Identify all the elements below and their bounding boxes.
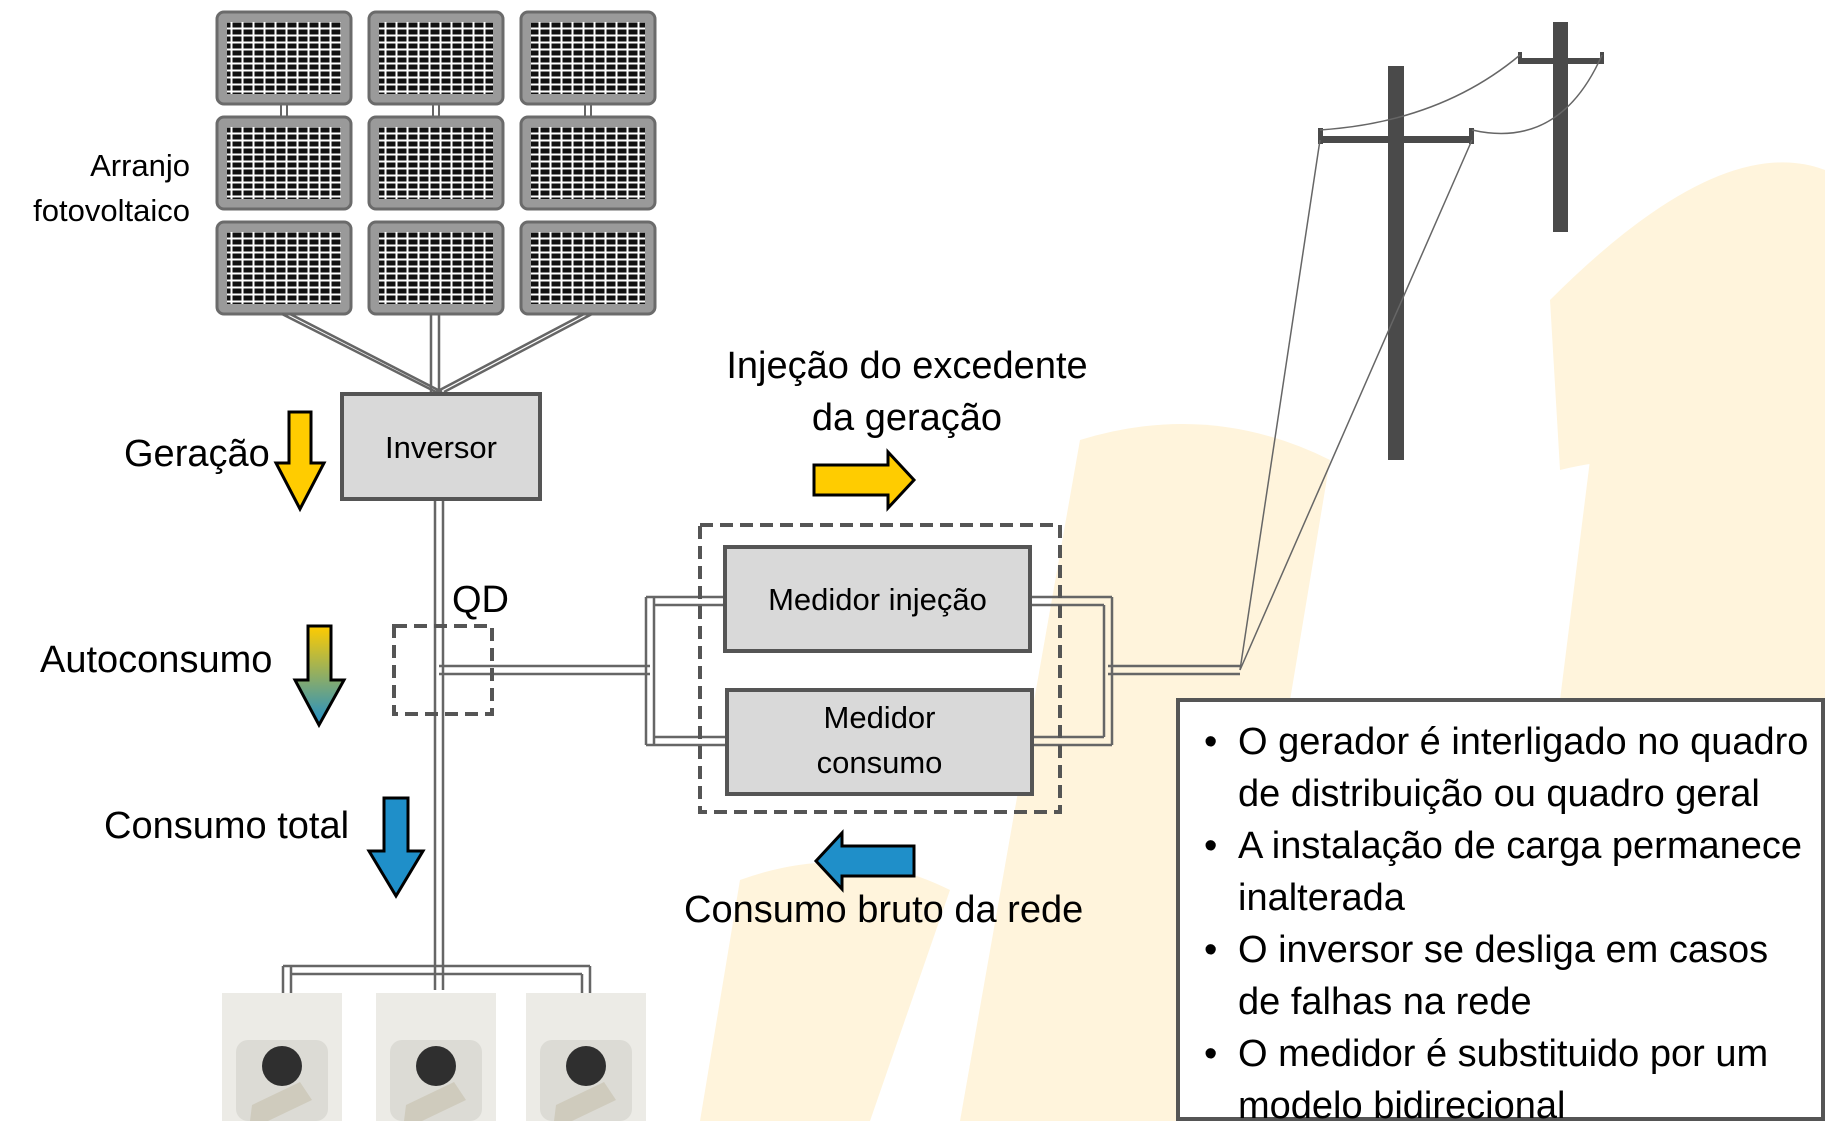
note-item: • A instalação de carga permanece inalter… (1204, 820, 1811, 924)
solar-panel-icon (215, 10, 353, 106)
notes-box: • O gerador é interligado no quadro de di… (1176, 698, 1825, 1121)
meters-enclosure (698, 523, 1062, 814)
power-outlet-icon (376, 993, 496, 1121)
solar-panel-icon (367, 115, 505, 211)
meter-injection-box (723, 545, 1032, 653)
meter-consumption-label: Medidor consumo (816, 700, 943, 780)
utility-pole-icon (1318, 22, 1604, 460)
note-item: • O medidor é substituido por um modelo b… (1204, 1028, 1811, 1121)
qd-box (392, 624, 494, 716)
power-outlet-icon (526, 993, 646, 1121)
solar-panel-icon (215, 220, 353, 316)
note-text: O inversor se desliga em casos de falhas… (1238, 929, 1769, 1023)
injection-label: Injeção do excedente da geração (726, 345, 1088, 439)
grid-consumption-label: Consumo bruto da rede (684, 889, 1084, 931)
meter-injection-label: Medidor injeção (768, 582, 987, 617)
generation-label: Geração (124, 433, 270, 475)
total-consumption-label: Consumo total (104, 805, 350, 847)
bullet-icon: • (1204, 721, 1218, 763)
solar-panel-icon (367, 220, 505, 316)
note-text: O gerador é interligado no quadro de dis… (1238, 721, 1809, 815)
qd-label: QD (452, 579, 509, 621)
generation-arrow (273, 410, 327, 513)
solar-panel-icon (367, 10, 505, 106)
notes-list: • O gerador é interligado no quadro de di… (1200, 716, 1811, 1121)
meter-consumption-box (725, 688, 1034, 796)
note-text: O medidor é substituido por um modelo bi… (1238, 1033, 1769, 1121)
power-outlet-icon (222, 993, 342, 1121)
inverter-label: Inversor (385, 430, 497, 465)
solar-array (215, 10, 657, 316)
solar-panel-icon (215, 115, 353, 211)
solar-panel-icon (519, 115, 657, 211)
self-consumption-arrow (292, 624, 347, 729)
power-lines (1239, 54, 1603, 671)
self-consumption-label: Autoconsumo (40, 639, 273, 681)
note-item: • O gerador é interligado no quadro de di… (1204, 716, 1811, 820)
note-item: • O inversor se desliga em casos de falha… (1204, 924, 1811, 1028)
bullet-icon: • (1204, 825, 1218, 867)
wiring (281, 312, 1240, 995)
total-consumption-arrow (366, 796, 426, 899)
injection-arrow (812, 448, 917, 512)
grid-consumption-arrow (813, 829, 916, 893)
power-outlets (222, 993, 646, 1121)
note-text: A instalação de carga permanece inaltera… (1238, 825, 1803, 919)
array-label: Arranjo fotovoltaico (33, 148, 190, 228)
bullet-icon: • (1204, 1033, 1218, 1075)
inverter-box (340, 392, 542, 501)
solar-panel-icon (519, 10, 657, 106)
solar-panel-icon (519, 220, 657, 316)
bullet-icon: • (1204, 929, 1218, 971)
